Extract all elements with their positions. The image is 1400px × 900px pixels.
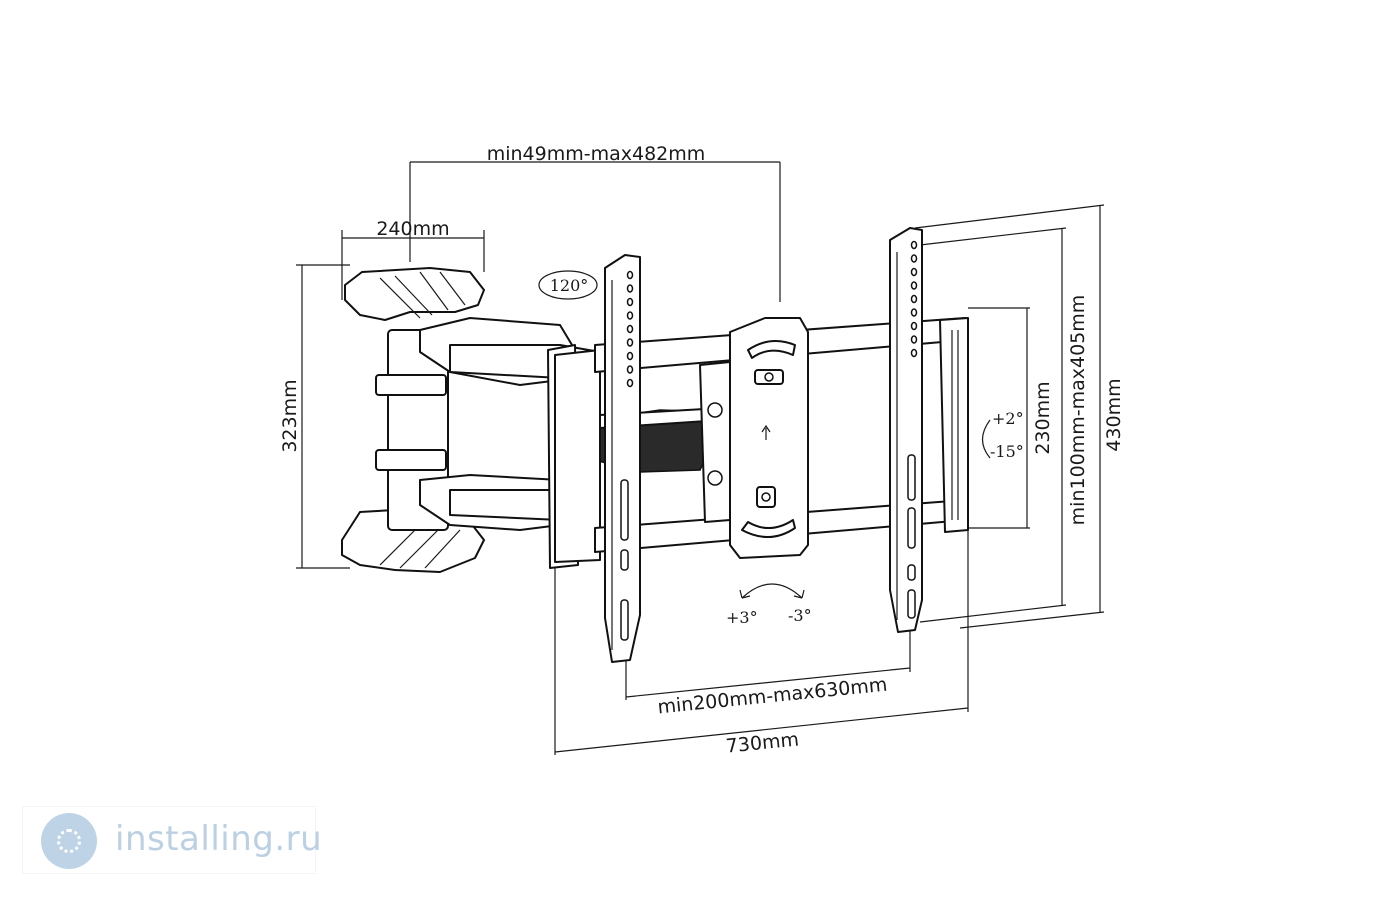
dimension-labels: min49mm-max482mm 240mm 323mm 120° +2° -1… — [279, 143, 1125, 758]
swivel-angle-label: 120° — [550, 276, 589, 295]
mounting-hole — [910, 321, 918, 331]
wall-plate-height-label: 323mm — [279, 379, 301, 452]
mounting-hole — [626, 351, 634, 361]
tilt-down-label: -15° — [990, 442, 1024, 461]
tilt-up-label: +2° — [992, 409, 1024, 428]
right-tv-bracket — [889, 227, 923, 633]
inner-height-label: 230mm — [1032, 381, 1054, 454]
mounting-hole — [626, 284, 634, 293]
watermark-text: installing.ru — [115, 819, 323, 859]
rotate-plus-label: +3° — [726, 608, 758, 627]
mounting-hole — [910, 267, 918, 277]
mounting-hole — [910, 348, 918, 358]
mounting-hole — [910, 294, 918, 304]
vesa-vertical-label: min100mm-max405mm — [1067, 295, 1089, 526]
rotate-minus-label: -3° — [788, 606, 812, 625]
total-height-label: 430mm — [1103, 378, 1125, 451]
bracket-slots — [620, 454, 916, 641]
mounting-hole — [626, 297, 634, 307]
mounting-hole — [910, 240, 918, 250]
installing-logo-icon — [41, 813, 97, 869]
mounting-hole — [626, 338, 634, 347]
top-span-label: min49mm-max482mm — [487, 143, 706, 165]
mounting-hole — [626, 378, 634, 388]
mounting-hole — [626, 311, 634, 320]
mounting-hole — [626, 270, 634, 280]
mounting-hole — [626, 324, 634, 334]
center-plate — [707, 317, 809, 559]
left-bracket-holes — [626, 270, 634, 388]
mounting-hole — [910, 254, 918, 263]
mounting-hole — [910, 335, 918, 344]
right-bracket-holes — [910, 240, 918, 358]
vesa-horizontal-label: min200mm-max630mm — [657, 674, 889, 719]
watermark: installing.ru — [22, 806, 322, 874]
mounting-hole — [626, 365, 634, 374]
mounting-hole — [910, 308, 918, 317]
arm-width-label: 240mm — [376, 218, 449, 240]
mounting-hole — [910, 281, 918, 290]
